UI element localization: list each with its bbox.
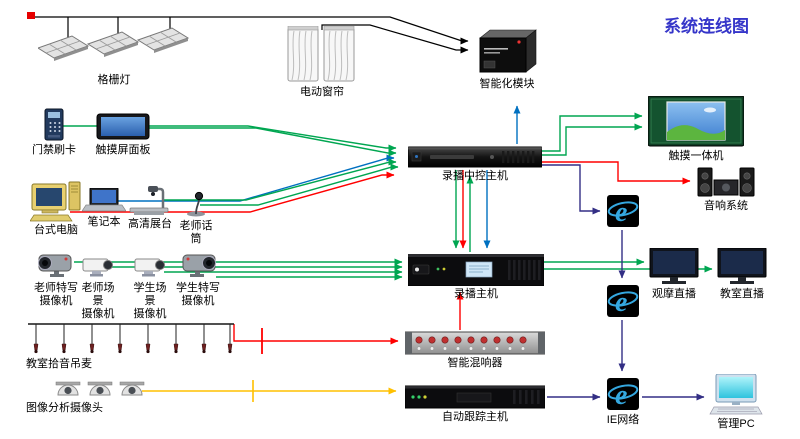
device-touch-panel: 触摸屏面板 xyxy=(92,112,154,157)
device-cam-teacher-scene: 老师场景 摄像机 xyxy=(80,254,116,322)
recording-host-icon xyxy=(408,254,544,286)
audio-system-label: 音响系统 xyxy=(704,200,748,212)
visualizer-label: 高清展台 xyxy=(128,218,172,230)
teacher-scene-camera-icon xyxy=(82,258,113,277)
teacher-mic-icon xyxy=(187,191,205,217)
device-ie-network: e IE网络 xyxy=(606,377,640,427)
curtain-label: 电动窗帘 xyxy=(300,86,344,98)
device-curtain: 电动窗帘 xyxy=(286,26,358,99)
central-host-label: 录播中控主机 xyxy=(442,170,508,182)
device-analysis-cams: 图像分析摄像头 xyxy=(26,380,156,415)
audio-system-icon xyxy=(697,167,755,197)
classroom-monitor-icon xyxy=(717,248,767,284)
wire-laptop-to-centralhost xyxy=(114,154,395,202)
device-desktop-pc: 台式电脑 xyxy=(30,180,82,237)
wire-curtain-to-module xyxy=(321,24,469,54)
ceiling-mics-label: 教室拾音吊麦 xyxy=(26,358,92,370)
teacher-mic-label: 老师话筒 xyxy=(179,220,213,246)
grid-light-label: 格栅灯 xyxy=(97,74,131,86)
device-cam-student-closeup: 学生特写 摄像机 xyxy=(176,250,220,308)
cam-teacher-scene-label: 老师场景 摄像机 xyxy=(81,282,115,321)
wire-visualizer-to-centralhost xyxy=(162,158,397,201)
device-monitor-observe: 观摩直播 xyxy=(648,248,700,301)
visualizer-icon xyxy=(129,186,169,215)
device-audio-system: 音响系统 xyxy=(696,164,756,213)
student-scene-camera-icon xyxy=(134,258,165,277)
desktop-pc-icon xyxy=(30,181,81,222)
grid-light-icon xyxy=(38,27,190,61)
student-closeup-camera-icon xyxy=(182,254,216,277)
device-cam-teacher-closeup: 老师特写 摄像机 xyxy=(34,250,78,308)
device-visualizer: 高清展台 xyxy=(128,184,172,231)
monitor-classroom-label: 教室直播 xyxy=(720,288,764,300)
desktop-pc-label: 台式电脑 xyxy=(34,224,78,236)
mixer-label: 智能混响器 xyxy=(447,357,503,369)
wire-lamp-stems xyxy=(67,17,171,38)
teacher-closeup-camera-icon xyxy=(38,254,72,277)
ie-network-label: IE网络 xyxy=(606,414,640,426)
smart-module-icon xyxy=(479,29,537,73)
management-pc-label: 管理PC xyxy=(717,418,755,430)
device-ceiling-mics: 教室拾音吊麦 xyxy=(26,320,238,371)
wire-centralhost-to-audio xyxy=(542,161,691,185)
red-terminal-mark xyxy=(27,12,35,19)
curtain-icon xyxy=(287,26,355,82)
device-cam-student-scene: 学生场景 摄像机 xyxy=(132,254,168,322)
monitor-observe-label: 观摩直播 xyxy=(652,288,696,300)
device-touch-aio: 触摸一体机 xyxy=(648,96,744,163)
wire-lamps-to-module xyxy=(29,16,469,45)
device-teacher-mic: 老师话筒 xyxy=(178,188,214,246)
ceiling-mics-icon xyxy=(28,323,234,354)
touch-aio-icon xyxy=(648,96,744,147)
device-monitor-classroom: 教室直播 xyxy=(716,248,768,301)
touch-panel-label: 触摸屏面板 xyxy=(95,144,151,156)
device-central-host: 录播中控主机 xyxy=(408,146,542,183)
tracking-host-icon xyxy=(405,385,545,409)
access-card-label: 门禁刷卡 xyxy=(32,144,76,156)
page-title: 系统连线图 xyxy=(664,17,749,36)
device-management-pc: 管理PC xyxy=(708,374,764,431)
analysis-cams-icon xyxy=(55,381,145,396)
central-host-icon xyxy=(408,146,542,168)
observe-monitor-icon xyxy=(649,248,699,284)
analysis-cams-label: 图像分析摄像头 xyxy=(26,402,103,414)
smart-module-label: 智能化模块 xyxy=(479,78,535,90)
wire-mics-to-mixer xyxy=(233,324,399,345)
touch-aio-label: 触摸一体机 xyxy=(668,150,724,162)
wire-touchpanel-to-centralhost xyxy=(140,127,397,157)
ie-icon-2: e xyxy=(606,284,640,319)
wire-centralhost-to-aio-2 xyxy=(542,123,643,156)
device-grid-light: 格栅灯 xyxy=(38,26,190,87)
laptop-icon xyxy=(82,188,126,212)
access-card-icon xyxy=(44,108,64,141)
device-tracking-host: 自动跟踪主机 xyxy=(405,385,545,424)
device-laptop: 笔记本 xyxy=(82,188,126,229)
device-access-card: 门禁刷卡 xyxy=(30,108,78,157)
ie-logo-icon: e xyxy=(607,195,639,228)
cam-student-closeup-label: 学生特写 摄像机 xyxy=(176,282,220,308)
device-recording-host: 录播主机 xyxy=(408,254,544,301)
wire-accesscard-to-centralhost xyxy=(60,125,397,152)
cam-teacher-closeup-label: 老师特写 摄像机 xyxy=(34,282,78,308)
wire-centralhost-to-ie1 xyxy=(542,164,601,215)
cam-student-scene-label: 学生场景 摄像机 xyxy=(133,282,167,321)
device-smart-module: 智能化模块 xyxy=(474,28,540,91)
touch-panel-icon xyxy=(96,113,150,140)
wire-teachermic-to-centralhost xyxy=(200,163,399,206)
management-pc-icon xyxy=(709,374,763,415)
laptop-label: 笔记本 xyxy=(87,216,121,228)
recording-host-label: 录播主机 xyxy=(454,288,498,300)
wire-centralhost-to-aio-1 xyxy=(542,112,643,152)
ie-logo-icon: e xyxy=(607,285,639,318)
ie-logo-icon: e xyxy=(607,378,639,411)
tracking-host-label: 自动跟踪主机 xyxy=(442,411,508,423)
mixer-icon xyxy=(405,331,545,355)
ie-icon-1: e xyxy=(606,194,640,229)
device-mixer: 智能混响器 xyxy=(405,331,545,370)
